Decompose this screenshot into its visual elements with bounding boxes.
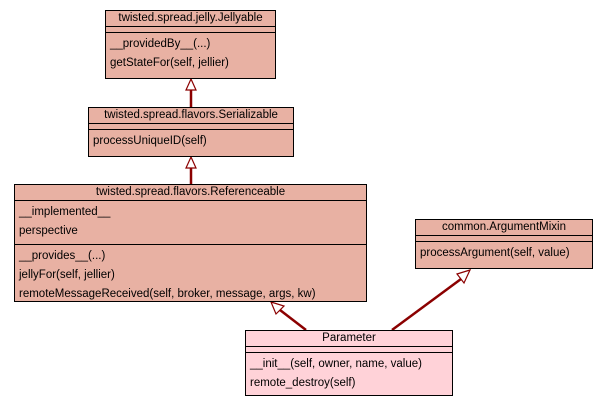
class-argumentmixin[interactable]: common.ArgumentMixin processArgument(sel… xyxy=(415,219,593,269)
method: remoteMessageReceived(self, broker, mess… xyxy=(19,288,316,300)
class-name: twisted.spread.flavors.Serializable xyxy=(89,108,293,124)
class-parameter[interactable]: Parameter __init__(self, owner, name, va… xyxy=(245,330,453,396)
class-jellyable[interactable]: twisted.spread.jelly.Jellyable __provide… xyxy=(105,10,276,79)
method: processUniqueID(self) xyxy=(93,135,207,147)
attributes-section xyxy=(106,27,275,33)
method: getStateFor(self, jellier) xyxy=(110,57,229,69)
methods-section: processUniqueID(self) xyxy=(89,130,293,154)
class-name: Parameter xyxy=(246,331,452,347)
method: __provides__(...) xyxy=(19,250,106,262)
method: jellyFor(self, jellier) xyxy=(19,269,115,281)
attributes-section xyxy=(246,347,452,353)
methods-section: __init__(self, owner, name, value) remot… xyxy=(246,353,452,396)
methods-section: processArgument(self, value) xyxy=(416,242,592,266)
methods-section: __provides__(...) jellyFor(self, jellier… xyxy=(15,245,366,307)
attributes-section xyxy=(416,236,592,242)
edge-parameter-to-argumentmixin xyxy=(391,277,462,332)
attribute: perspective xyxy=(19,225,78,237)
method: __init__(self, owner, name, value) xyxy=(250,358,422,370)
attributes-section: __implemented__ perspective xyxy=(15,201,366,245)
class-name: common.ArgumentMixin xyxy=(416,220,592,236)
class-referenceable[interactable]: twisted.spread.flavors.Referenceable __i… xyxy=(14,184,367,302)
arrowhead-jellyable xyxy=(185,77,197,91)
arrowhead-referenceable xyxy=(269,301,286,316)
class-serializable[interactable]: twisted.spread.flavors.Serializable proc… xyxy=(88,107,294,157)
class-name: twisted.spread.jelly.Jellyable xyxy=(106,11,275,27)
attribute: __implemented__ xyxy=(19,206,111,218)
class-name: twisted.spread.flavors.Referenceable xyxy=(15,185,366,201)
method: processArgument(self, value) xyxy=(420,247,570,259)
arrowhead-serializable xyxy=(185,155,197,169)
attributes-section xyxy=(89,124,293,130)
edge-parameter-to-referenceable xyxy=(279,309,307,331)
method: remote_destroy(self) xyxy=(250,377,356,389)
method: __providedBy__(...) xyxy=(110,38,211,50)
methods-section: __providedBy__(...) getStateFor(self, je… xyxy=(106,33,275,76)
arrowhead-argumentmixin xyxy=(455,269,472,285)
